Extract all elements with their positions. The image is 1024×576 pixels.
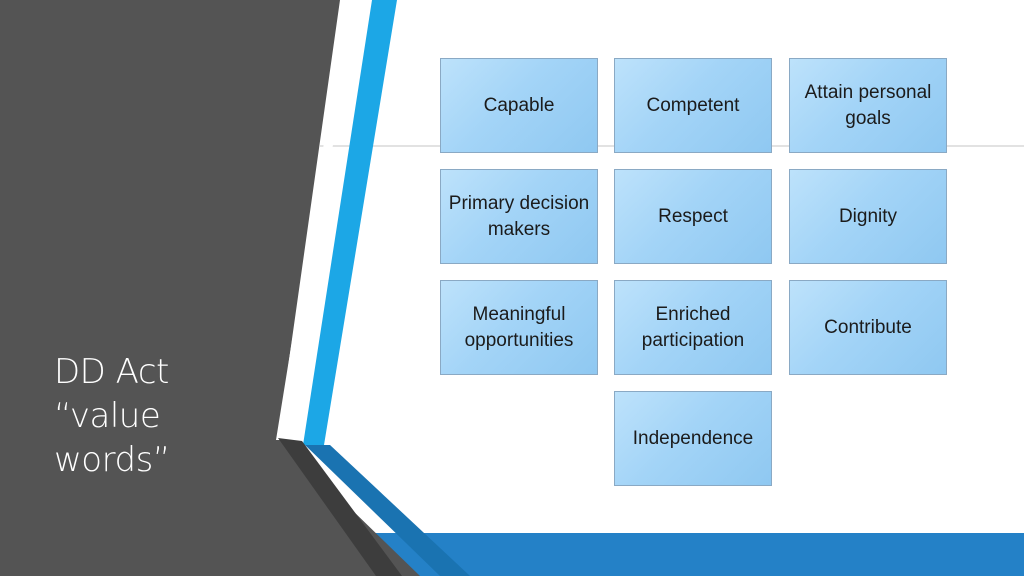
value-word-competent: Competent: [614, 58, 772, 153]
value-word-dignity: Dignity: [789, 169, 947, 264]
blue-accent-stripe: [303, 0, 397, 445]
title-line-1: DD Act: [54, 352, 169, 392]
value-word-attain-personal-goals: Attain personal goals: [789, 58, 947, 153]
value-word-meaningful-opportunities: Meaningful opportunities: [440, 280, 598, 375]
value-word-respect: Respect: [614, 169, 772, 264]
slide-title: DD Act “value words”: [54, 350, 254, 482]
value-word-capable: Capable: [440, 58, 598, 153]
left-dark-panel: [0, 0, 420, 576]
value-word-independence: Independence: [614, 391, 772, 486]
title-line-2: “value: [54, 396, 161, 436]
dark-accent-stripe: [278, 438, 402, 576]
bottom-blue-stripe: [305, 445, 470, 576]
white-divider-stripe: [276, 0, 358, 440]
bottom-blue-band: [340, 533, 1024, 576]
value-word-enriched-participation: Enriched participation: [614, 280, 772, 375]
value-word-contribute: Contribute: [789, 280, 947, 375]
title-line-3: words”: [54, 440, 170, 480]
value-word-primary-decision-makers: Primary decision makers: [440, 169, 598, 264]
